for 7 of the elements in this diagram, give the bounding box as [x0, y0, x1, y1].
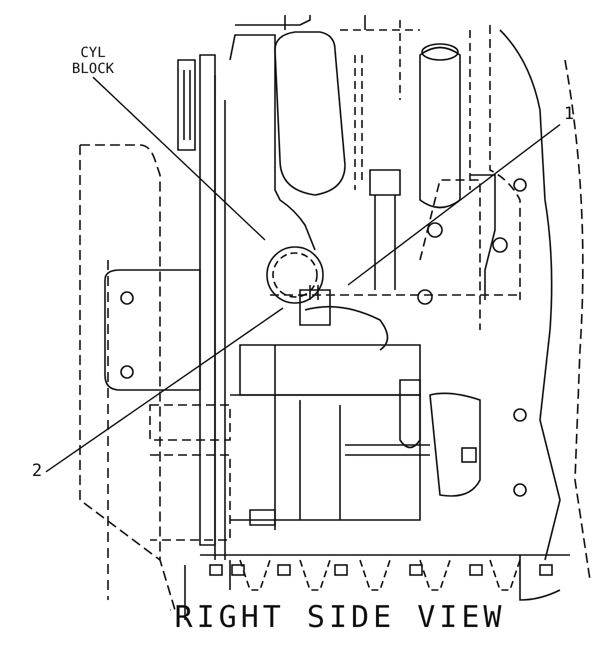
leader-line [46, 307, 284, 472]
part-label: CYL BLOCK [58, 45, 128, 78]
callout-number: 2 [28, 462, 46, 482]
leader-line [348, 124, 560, 286]
callout-number: 1 [560, 105, 578, 125]
view-title: RIGHT SIDE VIEW [174, 600, 506, 635]
leader-line [92, 76, 266, 240]
